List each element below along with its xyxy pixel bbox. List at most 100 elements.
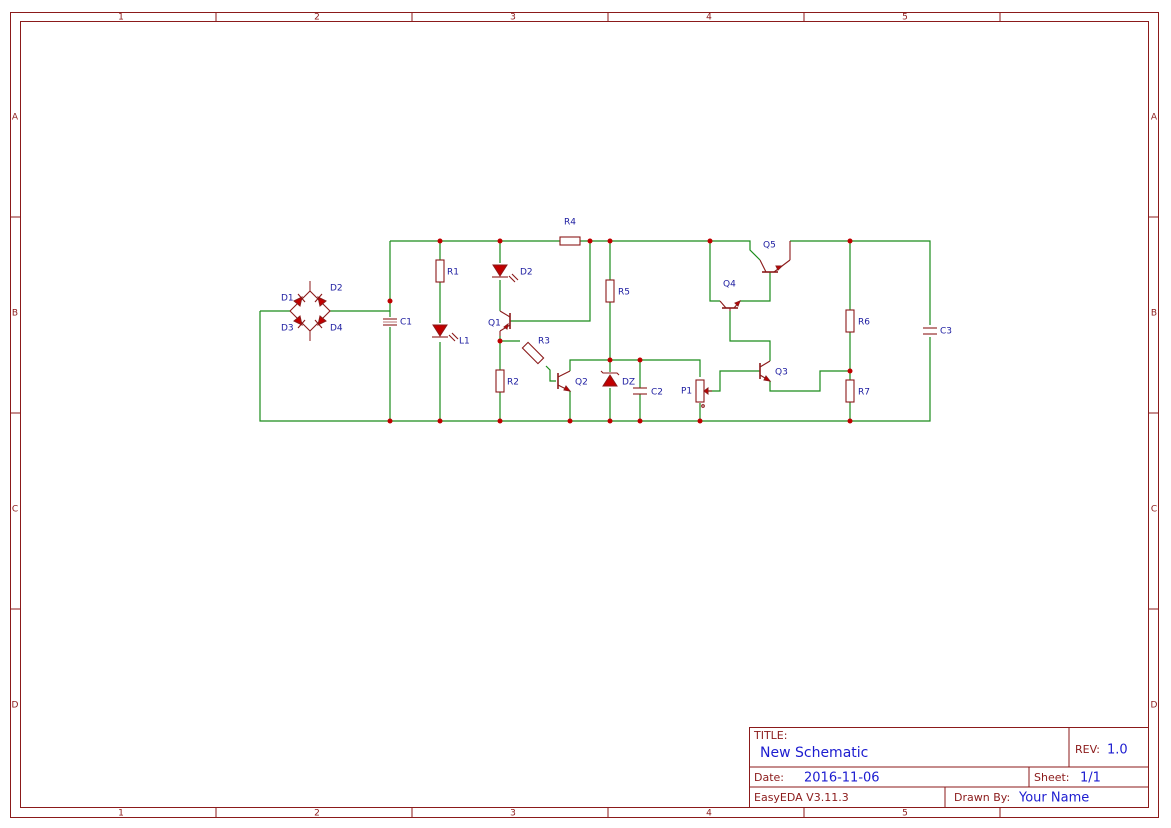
D2-diode-icon bbox=[317, 296, 327, 307]
label-R6: R6 bbox=[858, 318, 870, 328]
Q3-collector-lead bbox=[759, 360, 771, 368]
capacitor-C2 bbox=[633, 387, 647, 395]
label-D1: D1 bbox=[281, 294, 294, 304]
rev-value: 1.0 bbox=[1107, 743, 1128, 758]
resistor-R6 bbox=[845, 309, 855, 333]
label-D2: D2 bbox=[330, 284, 343, 294]
junction-dot bbox=[607, 418, 613, 424]
D2-light-arrow bbox=[511, 273, 519, 281]
label-C1: C1 bbox=[400, 318, 412, 328]
junction-dot bbox=[847, 238, 853, 244]
junction-dot bbox=[497, 418, 503, 424]
junction-dot bbox=[607, 238, 613, 244]
D3-cathode-bar bbox=[297, 319, 306, 329]
junction-dot bbox=[607, 357, 613, 363]
D1-diode-icon bbox=[293, 296, 303, 307]
wire bbox=[729, 311, 771, 361]
resistor-R3 bbox=[521, 341, 545, 365]
wires bbox=[259, 240, 931, 422]
junction-dot bbox=[567, 418, 573, 424]
junction-dot bbox=[497, 238, 503, 244]
led-L1 bbox=[432, 324, 459, 342]
title-label: TITLE: bbox=[753, 729, 787, 742]
column-label: 1 bbox=[118, 809, 124, 819]
column-label: 4 bbox=[706, 809, 712, 819]
Q5-emitter-arrow-icon bbox=[775, 265, 784, 271]
Q1-emitter-arrow-icon bbox=[503, 322, 509, 330]
P1-body bbox=[695, 379, 705, 403]
bridge-rectifier bbox=[289, 281, 331, 341]
junction-dot bbox=[637, 418, 643, 424]
label-P1: P1 bbox=[681, 387, 692, 397]
label-Q1: Q1 bbox=[488, 319, 501, 329]
row-label: A bbox=[12, 113, 19, 123]
Q4-emitter-arrow-icon bbox=[734, 300, 741, 307]
D4-cathode-bar bbox=[314, 319, 323, 329]
junctions bbox=[387, 238, 853, 424]
D2-cathode-bar bbox=[314, 293, 323, 303]
label-Q2: Q2 bbox=[575, 378, 588, 388]
row-label: C bbox=[1151, 505, 1157, 515]
outer-border bbox=[10, 12, 1159, 818]
Q3-emitter-arrow-icon bbox=[763, 375, 772, 382]
junction-dot bbox=[847, 418, 853, 424]
potentiometer-P1 bbox=[695, 379, 712, 408]
zener-DZ bbox=[600, 370, 620, 387]
resistor-R5 bbox=[605, 279, 615, 303]
column-label: 4 bbox=[706, 13, 712, 23]
label-R3: R3 bbox=[538, 337, 550, 347]
row-label: C bbox=[12, 505, 18, 515]
junction-dot bbox=[497, 338, 503, 344]
bridge-outline bbox=[289, 290, 331, 332]
label-D4: D4 bbox=[330, 324, 343, 334]
transistor-Q4 bbox=[719, 300, 741, 311]
column-label: 2 bbox=[314, 13, 320, 23]
wire bbox=[790, 240, 931, 325]
DZ-zener-icon bbox=[602, 374, 618, 387]
label-Q3: Q3 bbox=[775, 368, 788, 378]
Q4-collector-lead bbox=[719, 300, 727, 309]
wire bbox=[580, 240, 761, 261]
row-label: D bbox=[12, 701, 19, 711]
L1-light-arrow bbox=[451, 332, 459, 340]
D4-diode-icon bbox=[317, 315, 327, 326]
wire bbox=[569, 359, 701, 377]
Q2-emitter-arrow-icon bbox=[563, 385, 572, 392]
resistor-R2 bbox=[495, 369, 505, 393]
date-label: Date: bbox=[754, 771, 784, 784]
junction-dot bbox=[707, 238, 713, 244]
Q2-collector-lead bbox=[557, 370, 571, 378]
date-value: 2016-11-06 bbox=[804, 771, 880, 786]
label-R7: R7 bbox=[858, 388, 870, 398]
label-R4: R4 bbox=[564, 218, 576, 228]
drawn-by-label: Drawn By: bbox=[954, 791, 1010, 804]
D2-led-icon bbox=[492, 264, 508, 277]
transistor-Q2 bbox=[557, 370, 572, 392]
components bbox=[289, 236, 937, 408]
column-label: 5 bbox=[902, 809, 908, 819]
drawn-by-value: Your Name bbox=[1018, 791, 1089, 806]
R3-body bbox=[521, 341, 545, 365]
DZ-cathode-bar bbox=[600, 370, 620, 376]
sheet-value: 1/1 bbox=[1080, 771, 1101, 786]
D2-light-arrow bbox=[508, 275, 516, 283]
column-label: 3 bbox=[510, 13, 516, 23]
transistor-Q5 bbox=[759, 241, 791, 273]
junction-dot bbox=[437, 418, 443, 424]
software-version: EasyEDA V3.11.3 bbox=[754, 791, 849, 804]
Q5-collector-lead bbox=[759, 259, 767, 273]
junction-dot bbox=[847, 368, 853, 374]
row-label: D bbox=[1151, 701, 1158, 711]
row-label: B bbox=[1151, 309, 1157, 319]
label-Q5: Q5 bbox=[763, 241, 776, 251]
wire bbox=[510, 241, 591, 322]
title-block: TITLE: New Schematic REV: 1.0 Date: 2016… bbox=[749, 727, 1149, 808]
column-label: 5 bbox=[902, 13, 908, 23]
junction-dot bbox=[387, 418, 393, 424]
label-R5: R5 bbox=[618, 288, 630, 298]
label-D2-led: D2 bbox=[520, 268, 533, 278]
P1-pin-marker bbox=[701, 404, 705, 408]
label-C3: C3 bbox=[940, 327, 952, 337]
label-R2: R2 bbox=[507, 378, 519, 388]
column-label: 1 bbox=[118, 13, 124, 23]
